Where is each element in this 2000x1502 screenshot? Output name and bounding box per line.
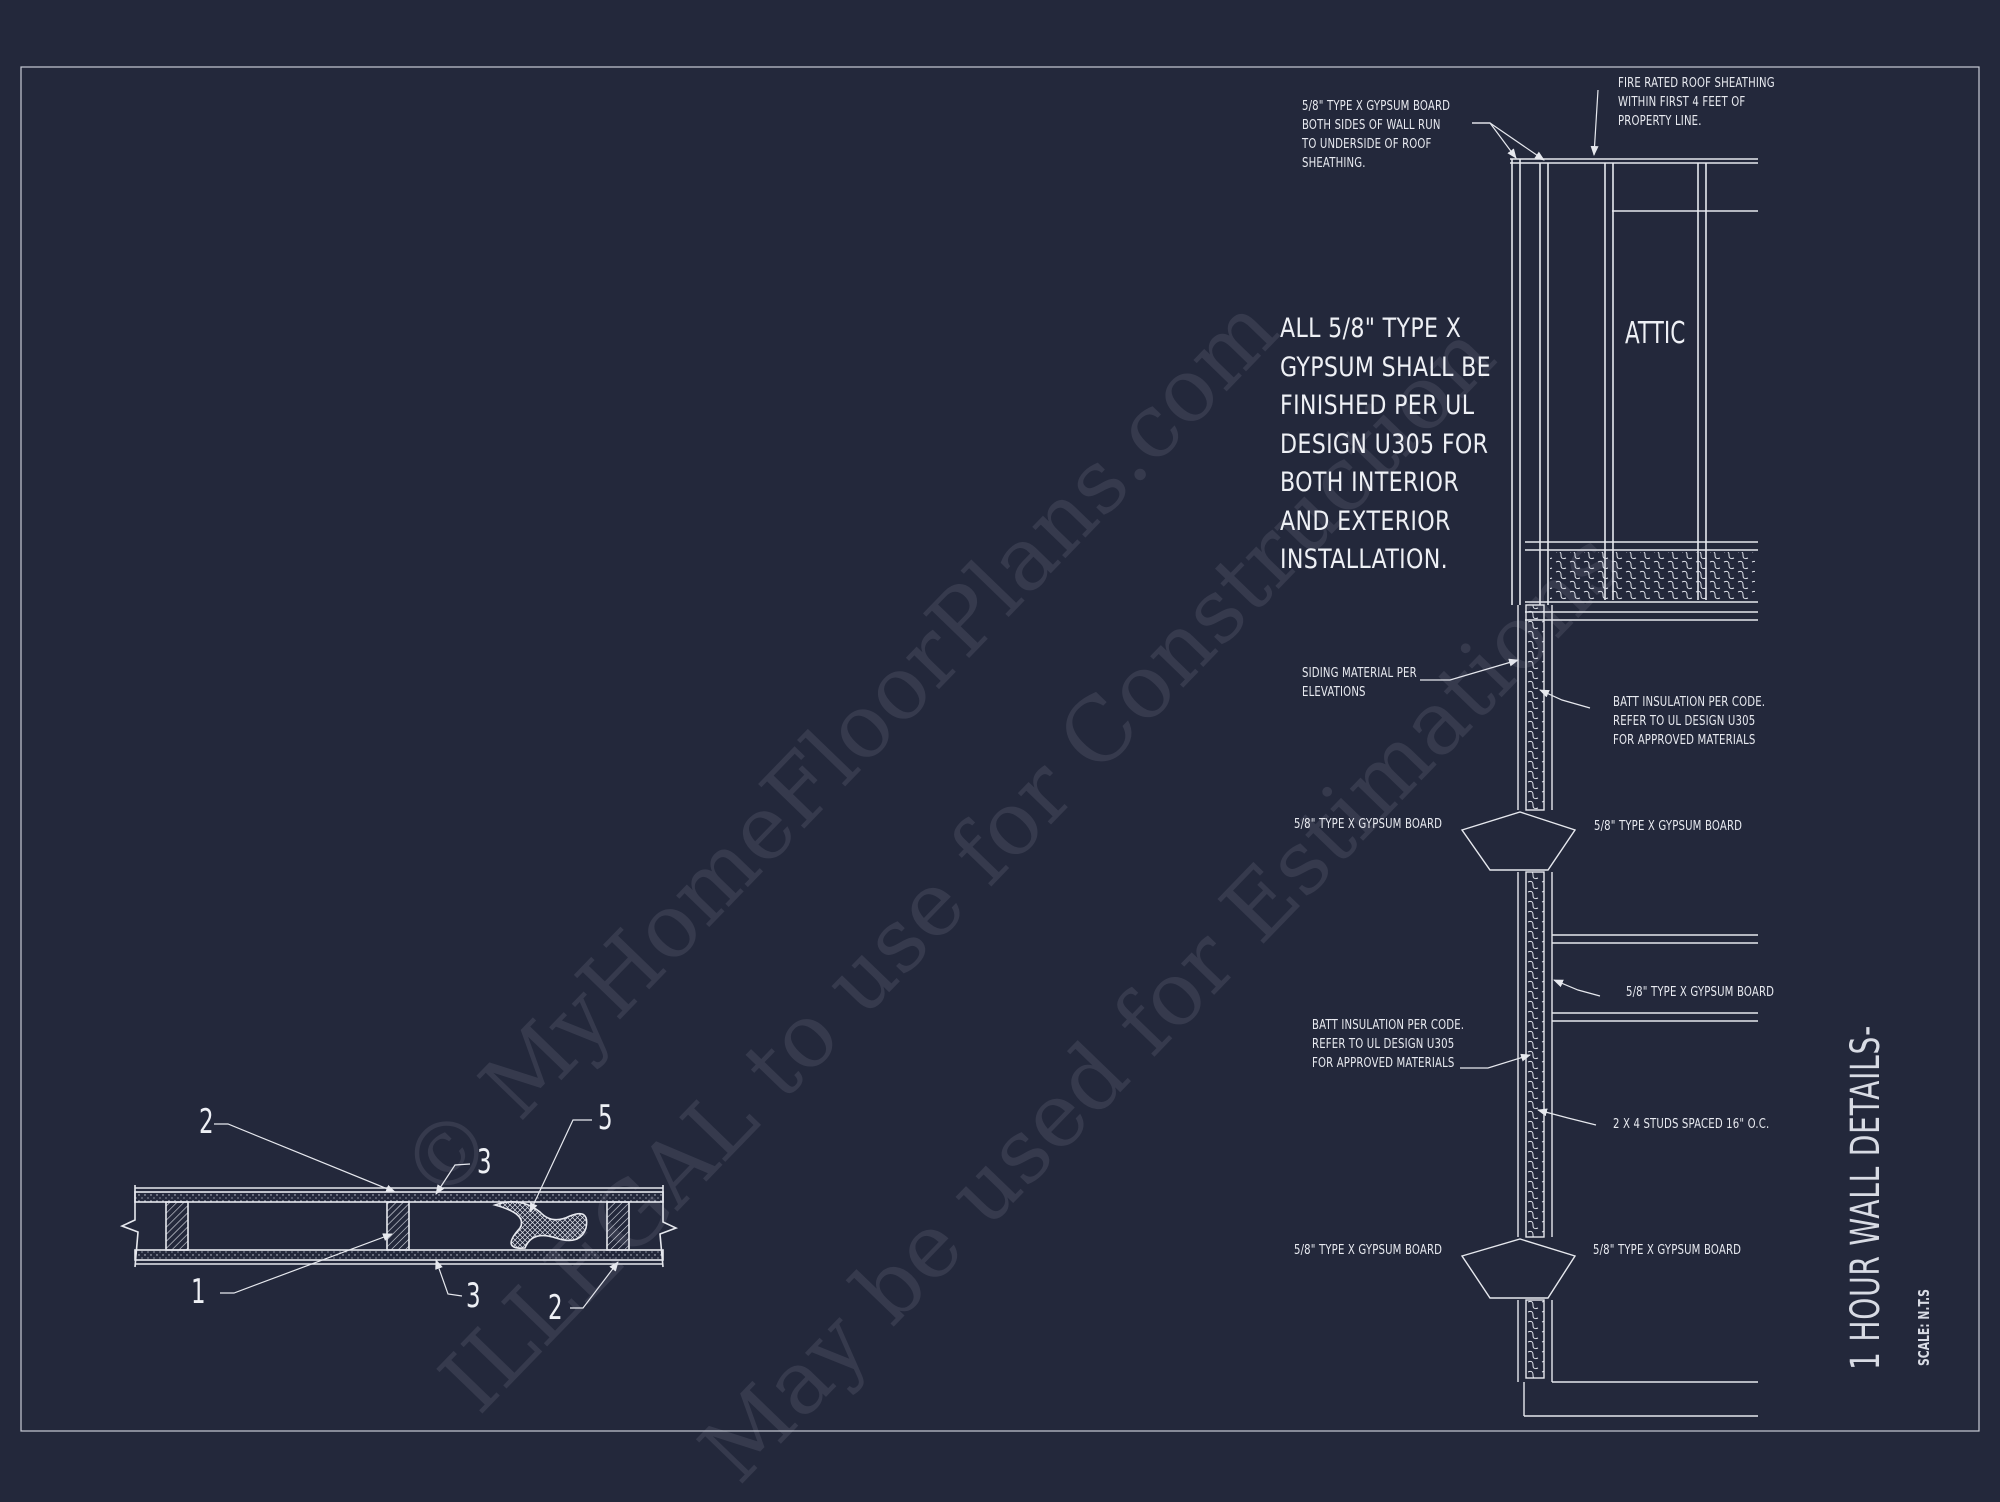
wall-cavity bbox=[1460, 604, 1758, 1417]
callout-2-top: 2 bbox=[199, 1102, 214, 1142]
note-siding: SIDING MATERIAL PER ELEVATIONS bbox=[1302, 666, 1417, 700]
callout-3-top: 3 bbox=[477, 1142, 492, 1182]
drawing-title: 1 HOUR WALL DETAILS- bbox=[1843, 1024, 1889, 1370]
note-gypsum-left-lower: 5/8" TYPE X GYPSUM BOARD bbox=[1294, 1243, 1443, 1258]
callout-5: 5 bbox=[598, 1098, 613, 1138]
callout-1: 1 bbox=[191, 1272, 206, 1312]
note-studs: 2 X 4 STUDS SPACED 16" O.C. bbox=[1613, 1117, 1770, 1132]
note-gypsum-right-mid: 5/8" TYPE X GYPSUM BOARD bbox=[1626, 985, 1775, 1000]
note-gypsum-both-sides: 5/8" TYPE X GYPSUM BOARD BOTH SIDES OF W… bbox=[1302, 99, 1451, 171]
note-gypsum-right-upper: 5/8" TYPE X GYPSUM BOARD bbox=[1594, 819, 1743, 834]
sheet-border bbox=[20, 66, 1980, 1432]
note-fire-rated-sheathing: FIRE RATED ROOF SHEATHING WITHIN FIRST 4… bbox=[1618, 76, 1775, 129]
general-gypsum-note: ALL 5/8" TYPE X GYPSUM SHALL BE FINISHED… bbox=[1280, 313, 1491, 575]
callout-2-bottom: 2 bbox=[548, 1288, 563, 1328]
plan-leaders bbox=[214, 1119, 619, 1309]
note-gypsum-left-upper: 5/8" TYPE X GYPSUM BOARD bbox=[1294, 817, 1443, 832]
drawing-scale: SCALE: N.T.S bbox=[1915, 1289, 1933, 1366]
wall-section bbox=[1510, 158, 1758, 621]
note-batt-insulation-lower: BATT INSULATION PER CODE. REFER TO UL DE… bbox=[1312, 1018, 1465, 1071]
attic-insulation bbox=[1550, 552, 1755, 600]
attic-label: ATTIC bbox=[1625, 316, 1686, 351]
note-batt-insulation-upper: BATT INSULATION PER CODE. REFER TO UL DE… bbox=[1613, 695, 1766, 748]
plan-detail bbox=[119, 1185, 679, 1268]
wall-leaders bbox=[1420, 89, 1601, 1126]
note-gypsum-right-lower: 5/8" TYPE X GYPSUM BOARD bbox=[1593, 1243, 1742, 1258]
callout-3-bottom: 3 bbox=[466, 1276, 481, 1316]
